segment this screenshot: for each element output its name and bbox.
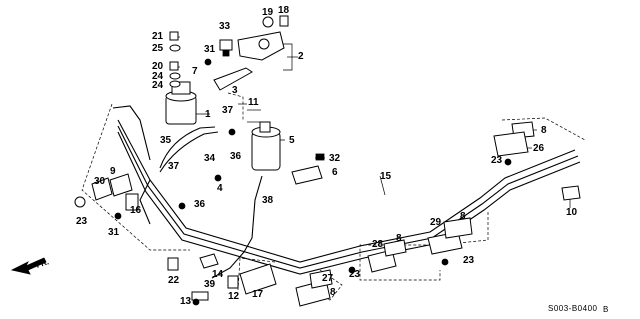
part-18 [279, 15, 289, 27]
callout-37-b: 37 [168, 161, 180, 172]
callout-36: 36 [230, 151, 242, 162]
clip-6 [291, 165, 323, 185]
callout-1: 1 [205, 109, 211, 120]
clamp-group-lower [367, 217, 473, 273]
callout-17: 17 [252, 289, 264, 300]
callout-23-b: 23 [76, 216, 88, 227]
washers [169, 31, 181, 88]
callout-6: 6 [332, 167, 338, 178]
callout-36-b: 36 [194, 199, 206, 210]
callout-26: 26 [533, 143, 545, 154]
callout-27: 27 [322, 273, 334, 284]
callout-14: 14 [212, 269, 224, 280]
callout-24-b: 24 [152, 80, 164, 91]
callout-7: 7 [192, 66, 198, 77]
callout-12: 12 [228, 291, 240, 302]
callout-8: 8 [541, 125, 547, 136]
label-leaders [172, 36, 571, 208]
callout-35: 35 [160, 135, 172, 146]
callout-31: 31 [204, 44, 216, 55]
callout-4: 4 [217, 183, 223, 194]
callout-38: 38 [262, 195, 274, 206]
clamp-3 [213, 67, 253, 91]
callout-10: 10 [566, 207, 578, 218]
callout-16: 16 [130, 205, 142, 216]
leader-lines [81, 92, 586, 301]
clamp-group-bottom [295, 269, 333, 307]
callout-29: 29 [430, 217, 442, 228]
callout-8-b: 8 [330, 287, 336, 298]
callout-8-d: 8 [460, 211, 466, 222]
callout-5: 5 [289, 135, 295, 146]
bolt-33 [219, 39, 233, 57]
tube-35b [159, 131, 219, 173]
upper-left-tube [112, 105, 151, 161]
callout-21: 21 [152, 31, 164, 42]
callout-8-c: 8 [396, 233, 402, 244]
callout-22: 22 [168, 275, 180, 286]
bracket-2 [237, 31, 285, 61]
callout-15: 15 [380, 171, 392, 182]
diagram-code-suffix: B [603, 305, 609, 314]
front-direction-arrow [10, 257, 47, 275]
clamp-group-right [493, 121, 535, 157]
fuel-pump [165, 81, 197, 125]
part-10 [561, 185, 581, 201]
callout-23: 23 [491, 155, 503, 166]
callout-2: 2 [298, 51, 304, 62]
lower-left-parts [167, 253, 239, 306]
callout-28: 28 [372, 239, 384, 250]
diagram-code: S003-B0400 [548, 304, 598, 313]
bolt-32 [315, 153, 325, 161]
callout-23-d: 23 [463, 255, 475, 266]
clamp-group-left [74, 173, 139, 211]
callout-33: 33 [219, 21, 231, 32]
callout-25: 25 [152, 43, 164, 54]
callout-18: 18 [278, 5, 290, 16]
callout-37: 37 [222, 105, 234, 116]
callout-19: 19 [262, 7, 274, 18]
callout-11: 11 [248, 97, 259, 108]
tube-35 [159, 126, 216, 169]
callout-20: 20 [152, 61, 164, 72]
fittings [114, 58, 512, 274]
fuel-filter [251, 121, 281, 171]
callout-13: 13 [180, 296, 192, 307]
callout-34: 34 [204, 153, 216, 164]
callout-24: 24 [152, 71, 164, 82]
bracket-17 [239, 263, 277, 295]
part-19 [262, 16, 274, 28]
callout-9: 9 [110, 166, 116, 177]
callout-30: 30 [94, 176, 106, 187]
callout-23-c: 23 [349, 269, 361, 280]
callout-39: 39 [204, 279, 216, 290]
callout-3: 3 [232, 85, 238, 96]
callout-31-b: 31 [108, 227, 120, 238]
callout-32: 32 [329, 153, 341, 164]
